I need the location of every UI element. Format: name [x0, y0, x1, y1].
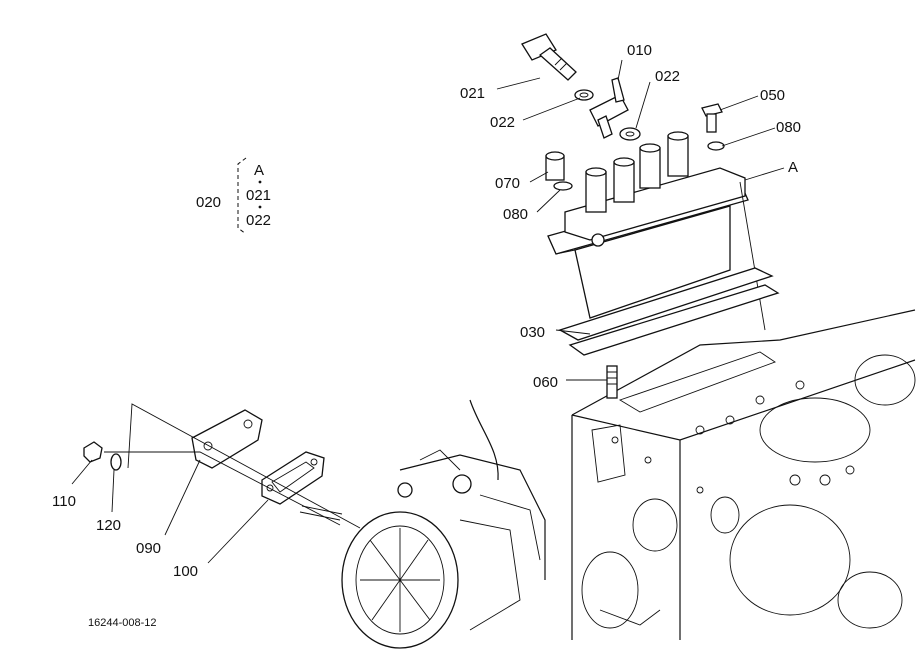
- label-110: 110: [52, 493, 76, 510]
- drawing-number: 16244-008-12: [88, 617, 157, 629]
- hollow-bolt-021: [521, 33, 577, 81]
- label-100: 100: [173, 563, 198, 580]
- label-a-ref: A: [788, 159, 798, 176]
- washer-080-right: [707, 141, 725, 151]
- gasket-022-upper: [574, 89, 594, 101]
- gear-case: [341, 399, 546, 649]
- bolt-050: [701, 103, 723, 133]
- label-group-021: 021: [246, 187, 271, 204]
- assembly-lines: [104, 403, 361, 529]
- label-120: 120: [96, 517, 121, 534]
- label-090: 090: [136, 540, 161, 557]
- injection-pump: [547, 131, 766, 331]
- delivery-valve-holders: [585, 131, 689, 213]
- gasket-030: [558, 267, 780, 356]
- engine-block: [571, 309, 916, 640]
- label-group-a: A: [254, 162, 264, 179]
- label-010: 010: [627, 42, 652, 59]
- joint-010: [589, 77, 629, 139]
- washer-120: [110, 453, 122, 471]
- label-022-left: 022: [490, 114, 515, 131]
- gasket-022-lower: [619, 127, 641, 141]
- label-030: 030: [520, 324, 545, 341]
- group-bracket-020: [237, 157, 262, 235]
- label-060: 060: [533, 374, 558, 391]
- label-group-022: 022: [246, 212, 271, 229]
- label-070: 070: [495, 175, 520, 192]
- leader-lines: [71, 59, 785, 564]
- sleeve-070: [545, 151, 565, 181]
- gasket-100: [261, 451, 325, 505]
- label-group-020: 020: [196, 194, 221, 211]
- label-080-right: 080: [776, 119, 801, 136]
- label-050: 050: [760, 87, 785, 104]
- stud-060: [606, 365, 618, 399]
- washer-080-left: [553, 181, 573, 191]
- label-022-top: 022: [655, 68, 680, 85]
- label-080-left: 080: [503, 206, 528, 223]
- label-021: 021: [460, 85, 485, 102]
- cover-plate-090: [191, 409, 263, 469]
- nut-110: [83, 441, 103, 463]
